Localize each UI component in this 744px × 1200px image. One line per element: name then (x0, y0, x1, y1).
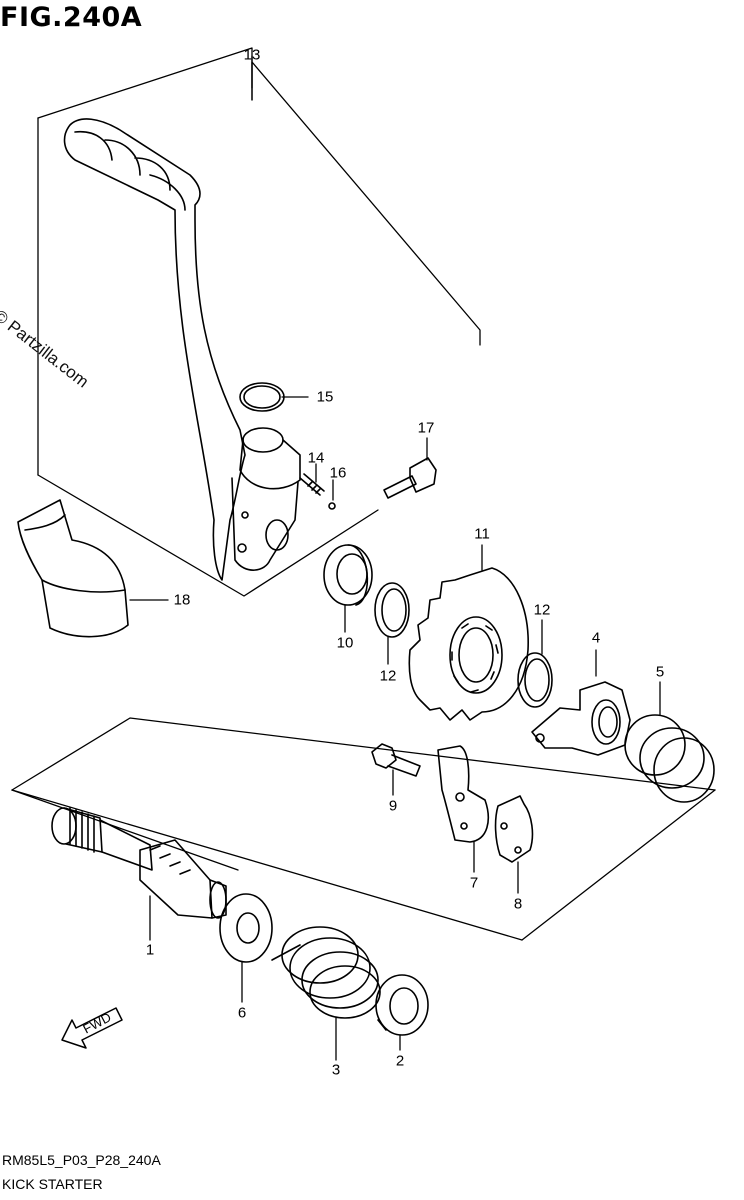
callout-6: 6 (237, 1004, 247, 1022)
callout-8: 8 (513, 895, 523, 913)
callout-12-upper: 12 (533, 601, 551, 619)
kick-shaft (51, 807, 227, 919)
callout-9: 9 (388, 797, 398, 815)
lever-boot (17, 499, 129, 638)
kick-spring (271, 926, 381, 1019)
figure-title: FIG.240A (0, 2, 143, 33)
callout-11: 11 (474, 525, 490, 543)
kick-gear (408, 567, 529, 721)
oil-seal (323, 544, 373, 606)
callout-13: 13 (243, 46, 261, 64)
lever-screw (299, 473, 336, 510)
stopper-plate (437, 745, 489, 843)
leader-lines (129, 396, 661, 1061)
kick-shaft-box (11, 717, 716, 941)
bolt (383, 457, 437, 499)
ratchet-guide (531, 681, 631, 756)
callout-7: 7 (469, 874, 479, 892)
callout-1: 1 (145, 941, 155, 959)
callout-12-lower: 12 (379, 667, 397, 685)
callout-15: 16 (329, 464, 347, 482)
callout-2: 2 (395, 1052, 405, 1070)
circlip-ring (239, 382, 285, 412)
guide-plate (494, 795, 534, 863)
callout-14: 14 (307, 449, 325, 467)
callout-10: 10 (336, 634, 354, 652)
spring-collar (375, 974, 429, 1036)
figure-code: RM85L5_P03_P28_240A (2, 1152, 161, 1168)
callout-3: 3 (331, 1061, 341, 1079)
figure-caption: KICK STARTER (2, 1176, 103, 1192)
kick-lever (63, 118, 301, 581)
callout-5: 5 (655, 663, 665, 681)
callout-17: 17 (417, 419, 435, 437)
callout-4: 4 (591, 629, 601, 647)
coil-spring-small (624, 714, 715, 803)
callout-16: 15 (316, 388, 334, 406)
thrust-washer (219, 893, 273, 963)
kick-lever-box (37, 47, 481, 597)
washer-lower (517, 652, 553, 708)
callout-18: 18 (173, 591, 191, 609)
washer-upper (374, 582, 410, 638)
fwd-arrow-icon (61, 1007, 123, 1049)
small-bolt (371, 743, 421, 777)
